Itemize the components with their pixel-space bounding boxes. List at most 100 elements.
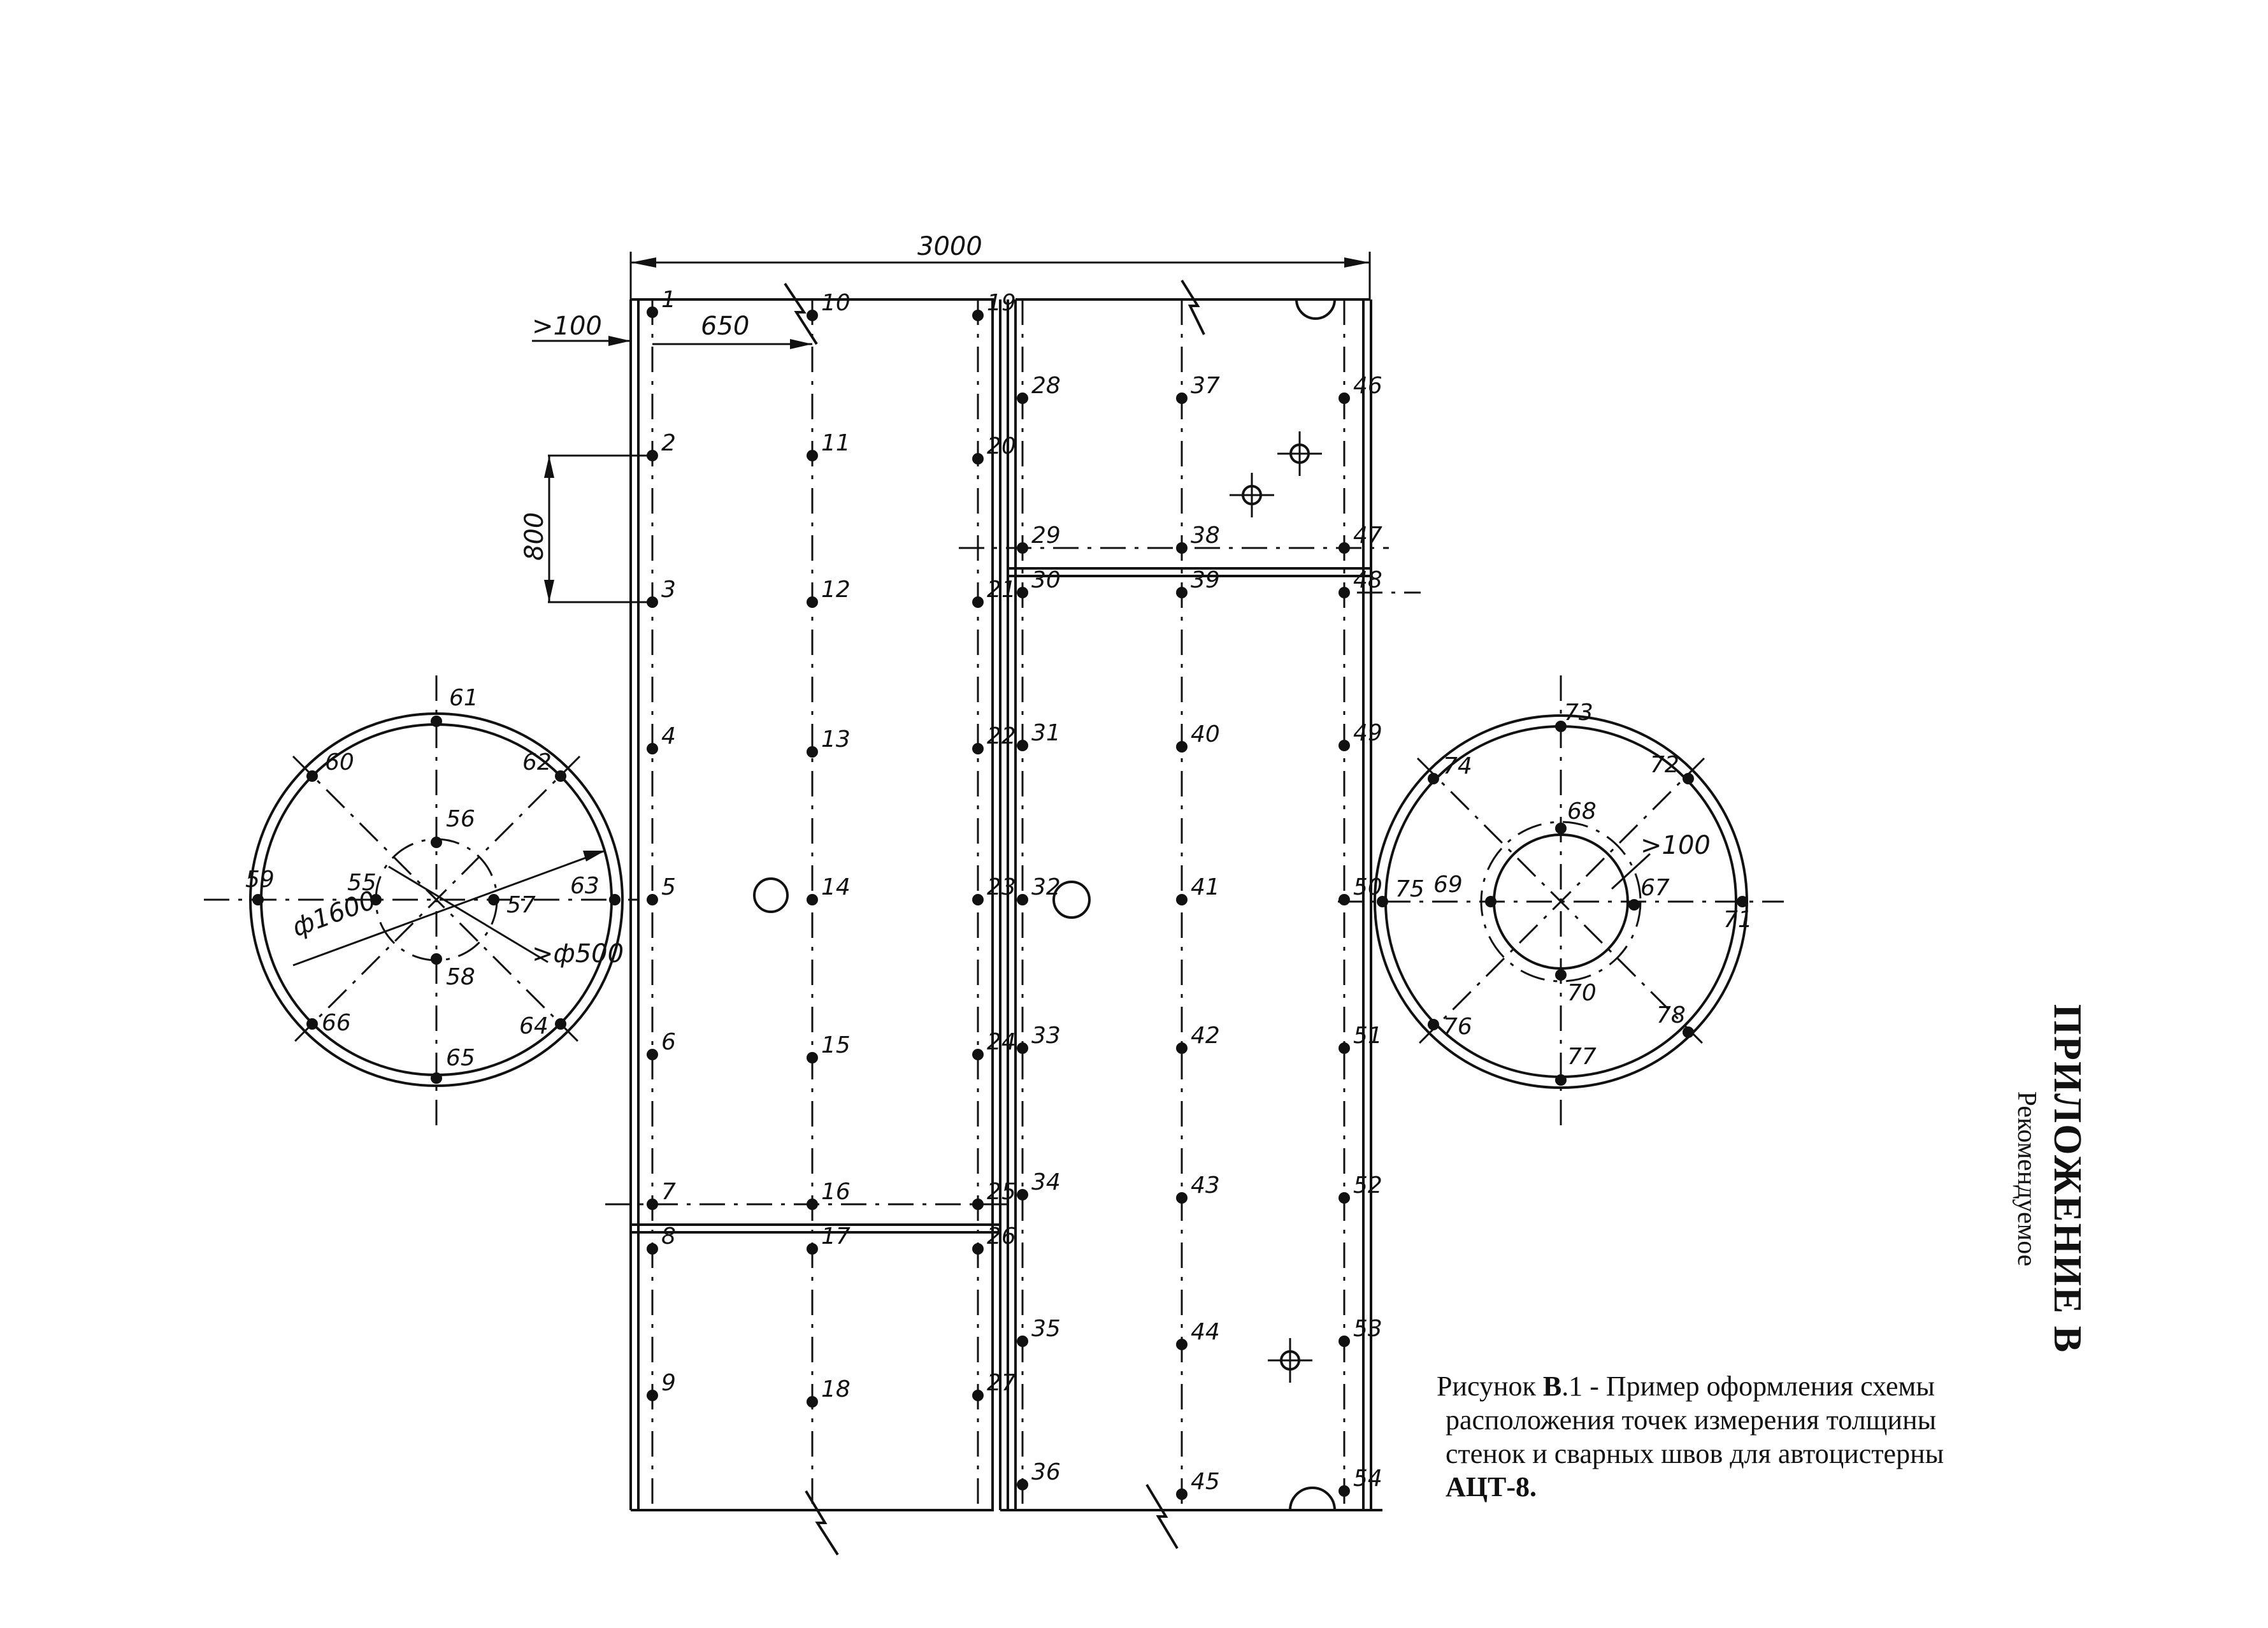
- point-marker-29: [1017, 542, 1028, 554]
- point-label-22: 22: [987, 723, 1016, 749]
- point-marker-11: [807, 450, 818, 461]
- point-marker-6: [647, 1049, 658, 1060]
- point-marker-52: [1339, 1192, 1350, 1204]
- point-marker-18: [807, 1396, 818, 1408]
- point-marker-48: [1339, 587, 1350, 598]
- point-label-78: 78: [1656, 1002, 1686, 1028]
- point-label-56: 56: [446, 806, 475, 832]
- hatch-diameter-label: >ф500: [532, 939, 624, 969]
- point-marker-14: [807, 894, 818, 905]
- point-label-27: 27: [987, 1370, 1016, 1396]
- point-marker-72: [1683, 773, 1694, 784]
- point-marker-44: [1176, 1339, 1188, 1350]
- point-label-66: 66: [322, 1010, 351, 1036]
- point-label-4: 4: [661, 723, 676, 749]
- point-label-41: 41: [1191, 874, 1220, 900]
- point-marker-17: [807, 1243, 818, 1255]
- point-marker-28: [1017, 393, 1028, 404]
- dimension-offset: >100 650: [532, 312, 812, 349]
- point-label-19: 19: [987, 290, 1016, 316]
- point-label-32: 32: [1031, 874, 1061, 900]
- point-label-1: 1: [661, 287, 676, 313]
- point-label-12: 12: [821, 577, 850, 603]
- point-marker-38: [1176, 542, 1188, 554]
- point-label-70: 70: [1567, 980, 1597, 1006]
- point-marker-4: [647, 743, 658, 754]
- point-label-63: 63: [570, 873, 599, 899]
- nozzles: [753, 431, 1322, 1383]
- point-label-43: 43: [1191, 1172, 1220, 1199]
- point-marker-23: [972, 894, 984, 905]
- point-label-39: 39: [1191, 567, 1220, 593]
- point-marker-65: [431, 1072, 442, 1084]
- point-marker-31: [1017, 740, 1028, 751]
- point-marker-54: [1339, 1485, 1350, 1497]
- appendix-title: ПРИЛОЖЕНИЕ В: [2046, 1004, 2089, 1354]
- point-marker-46: [1339, 393, 1350, 404]
- dimension-spacing-h-label: 650: [701, 312, 749, 341]
- point-label-11: 11: [821, 430, 850, 456]
- point-label-25: 25: [987, 1179, 1016, 1205]
- point-label-9: 9: [661, 1370, 676, 1396]
- point-marker-27: [972, 1390, 984, 1401]
- point-marker-10: [807, 310, 818, 321]
- point-marker-24: [972, 1049, 984, 1060]
- point-label-3: 3: [661, 577, 676, 603]
- point-label-54: 54: [1353, 1466, 1382, 1492]
- point-marker-45: [1176, 1488, 1188, 1500]
- caption-prefix: Рисунок: [1437, 1371, 1543, 1402]
- point-label-17: 17: [821, 1223, 850, 1250]
- dimension-spacing-v: 800: [520, 454, 652, 603]
- point-label-36: 36: [1031, 1459, 1061, 1485]
- point-label-58: 58: [446, 964, 475, 990]
- point-label-65: 65: [446, 1045, 475, 1071]
- point-label-45: 45: [1191, 1469, 1220, 1495]
- dimension-spacing-v-label: 800: [520, 512, 549, 561]
- point-marker-68: [1555, 823, 1567, 834]
- point-label-18: 18: [821, 1376, 850, 1402]
- point-marker-77: [1555, 1074, 1567, 1086]
- point-marker-47: [1339, 542, 1350, 554]
- point-marker-50: [1339, 894, 1350, 905]
- point-marker-56: [431, 837, 442, 848]
- dimension-offset-label: >100: [532, 312, 602, 341]
- point-marker-57: [488, 894, 499, 905]
- point-marker-22: [972, 743, 984, 754]
- point-label-59: 59: [245, 867, 275, 893]
- point-marker-20: [972, 453, 984, 465]
- point-marker-70: [1555, 969, 1567, 981]
- point-label-48: 48: [1353, 567, 1382, 593]
- point-marker-63: [609, 894, 621, 905]
- point-label-8: 8: [661, 1223, 676, 1250]
- point-label-76: 76: [1443, 1014, 1472, 1040]
- point-label-2: 2: [661, 430, 676, 456]
- point-marker-2: [647, 450, 658, 461]
- point-label-52: 52: [1353, 1172, 1382, 1199]
- point-marker-5: [647, 894, 658, 905]
- point-marker-73: [1555, 721, 1567, 732]
- point-marker-33: [1017, 1042, 1028, 1054]
- point-label-57: 57: [506, 892, 536, 918]
- point-marker-37: [1176, 393, 1188, 404]
- caption-line1: .1 - Пример оформления схемы: [1561, 1371, 1935, 1402]
- point-label-74: 74: [1443, 753, 1472, 779]
- point-marker-21: [972, 596, 984, 608]
- point-marker-61: [431, 716, 442, 727]
- point-marker-53: [1339, 1336, 1350, 1347]
- point-marker-41: [1176, 894, 1188, 905]
- point-label-46: 46: [1353, 373, 1382, 399]
- point-label-33: 33: [1031, 1023, 1061, 1049]
- point-label-71: 71: [1723, 907, 1753, 933]
- point-marker-13: [807, 746, 818, 758]
- point-marker-78: [1683, 1027, 1694, 1038]
- point-label-13: 13: [821, 726, 850, 753]
- point-marker-8: [647, 1243, 658, 1255]
- caption-letter: В: [1542, 1371, 1562, 1402]
- point-label-15: 15: [821, 1032, 850, 1058]
- point-label-31: 31: [1031, 720, 1061, 746]
- point-label-73: 73: [1564, 700, 1593, 726]
- nozzle-crosshair: [1230, 431, 1322, 1383]
- point-label-14: 14: [821, 874, 850, 900]
- point-label-49: 49: [1353, 720, 1382, 746]
- point-marker-15: [807, 1052, 818, 1063]
